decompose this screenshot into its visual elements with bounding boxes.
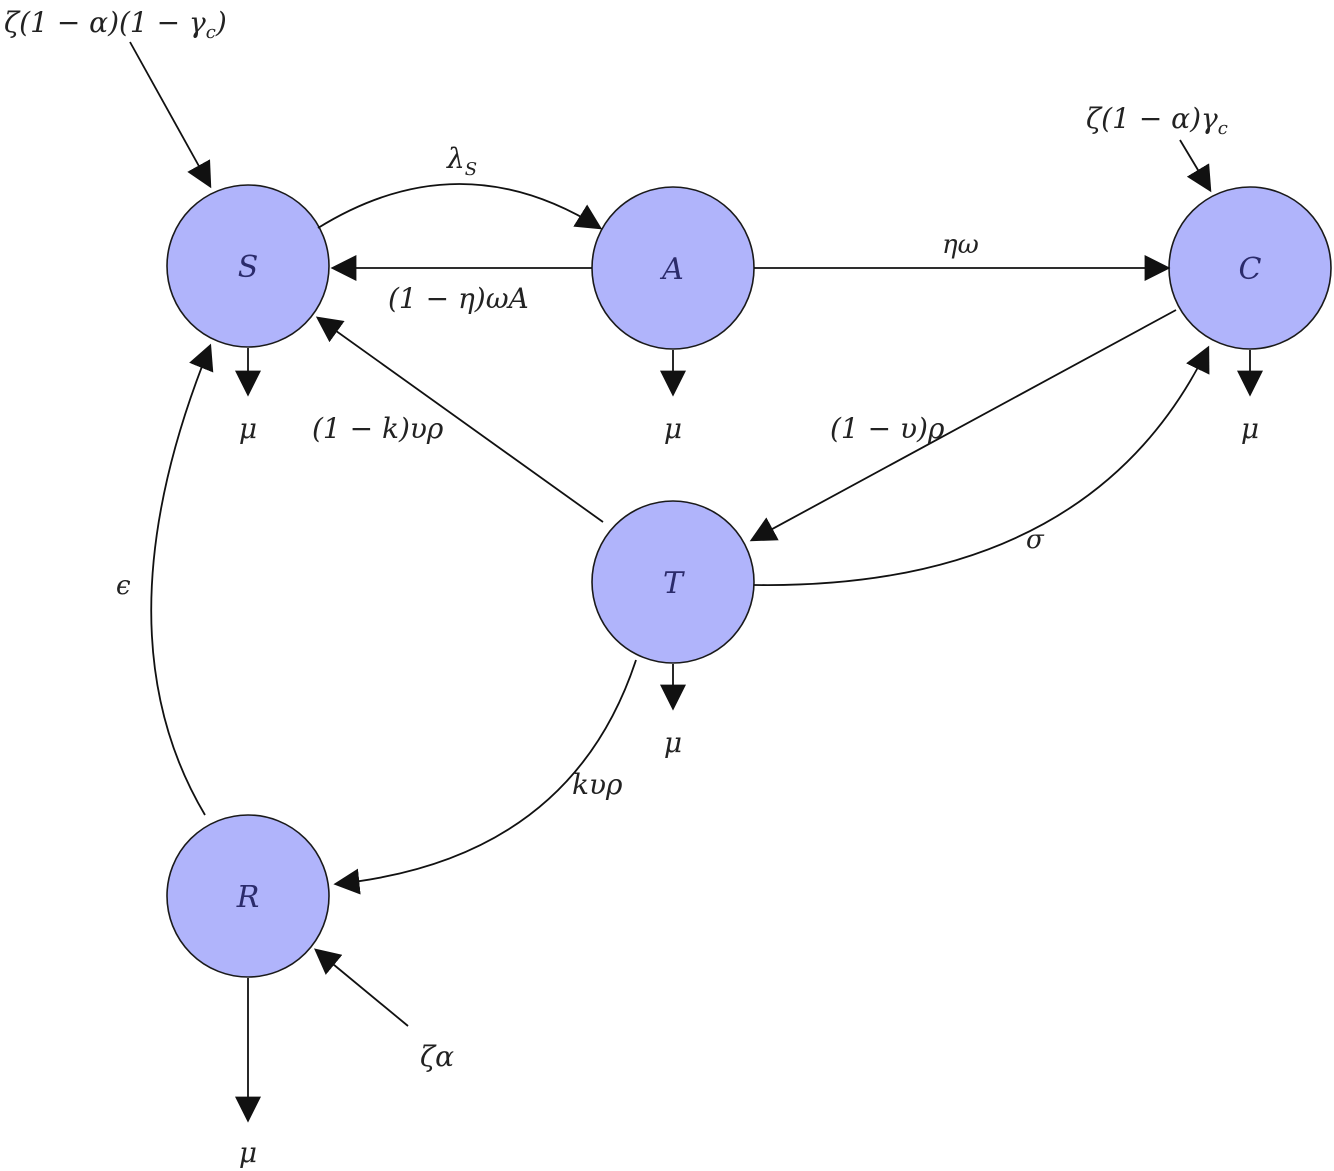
edge-T-to-C (753, 345, 1210, 586)
inflow-C-label: ζ(1 − α)γc (1086, 102, 1228, 139)
node-S: S (166, 184, 330, 348)
death-T-label: μ (664, 726, 682, 759)
edge-T-to-S (315, 316, 604, 523)
edge-C-to-T-label: (1 − υ)ρ (830, 412, 945, 445)
inflow-R-label: ζα (420, 1040, 454, 1073)
inflow-R-arrow (313, 948, 409, 1027)
edge-S-to-A-label: λS (446, 142, 477, 180)
death-S-label: μ (239, 412, 257, 445)
node-A: A (591, 186, 755, 350)
inflow-S-label: ζ(1 − α)(1 − γc) (4, 6, 227, 43)
death-R-label: μ (239, 1136, 257, 1169)
node-R: R (166, 814, 330, 978)
edge-T-to-R (333, 659, 637, 895)
edge-A-to-S-label: (1 − η)ωA (388, 282, 529, 315)
edge-R-to-S-label: ϵ (116, 571, 131, 601)
node-S-label: S (238, 250, 259, 285)
death-A-label: μ (664, 412, 682, 445)
node-T: T (591, 500, 755, 664)
edge-T-to-C-label: σ (1026, 525, 1045, 555)
node-A-label: A (659, 252, 684, 287)
edge-C-to-T (749, 309, 1177, 542)
edge-A-to-C-label: ηω (942, 230, 979, 260)
inflow-C-arrow (1179, 139, 1212, 193)
edge-S-to-A (317, 183, 603, 230)
death-C-label: μ (1241, 412, 1259, 445)
edge-T-to-S-label: (1 − k)υρ (312, 412, 444, 445)
edge-T-to-R-label: kυρ (572, 768, 623, 801)
node-R-label: R (236, 880, 260, 915)
node-C-label: C (1239, 252, 1262, 287)
inflow-S-arrow (129, 41, 212, 189)
edge-R-to-S (150, 343, 214, 816)
node-C: C (1168, 186, 1332, 350)
node-T-label: T (663, 566, 685, 601)
